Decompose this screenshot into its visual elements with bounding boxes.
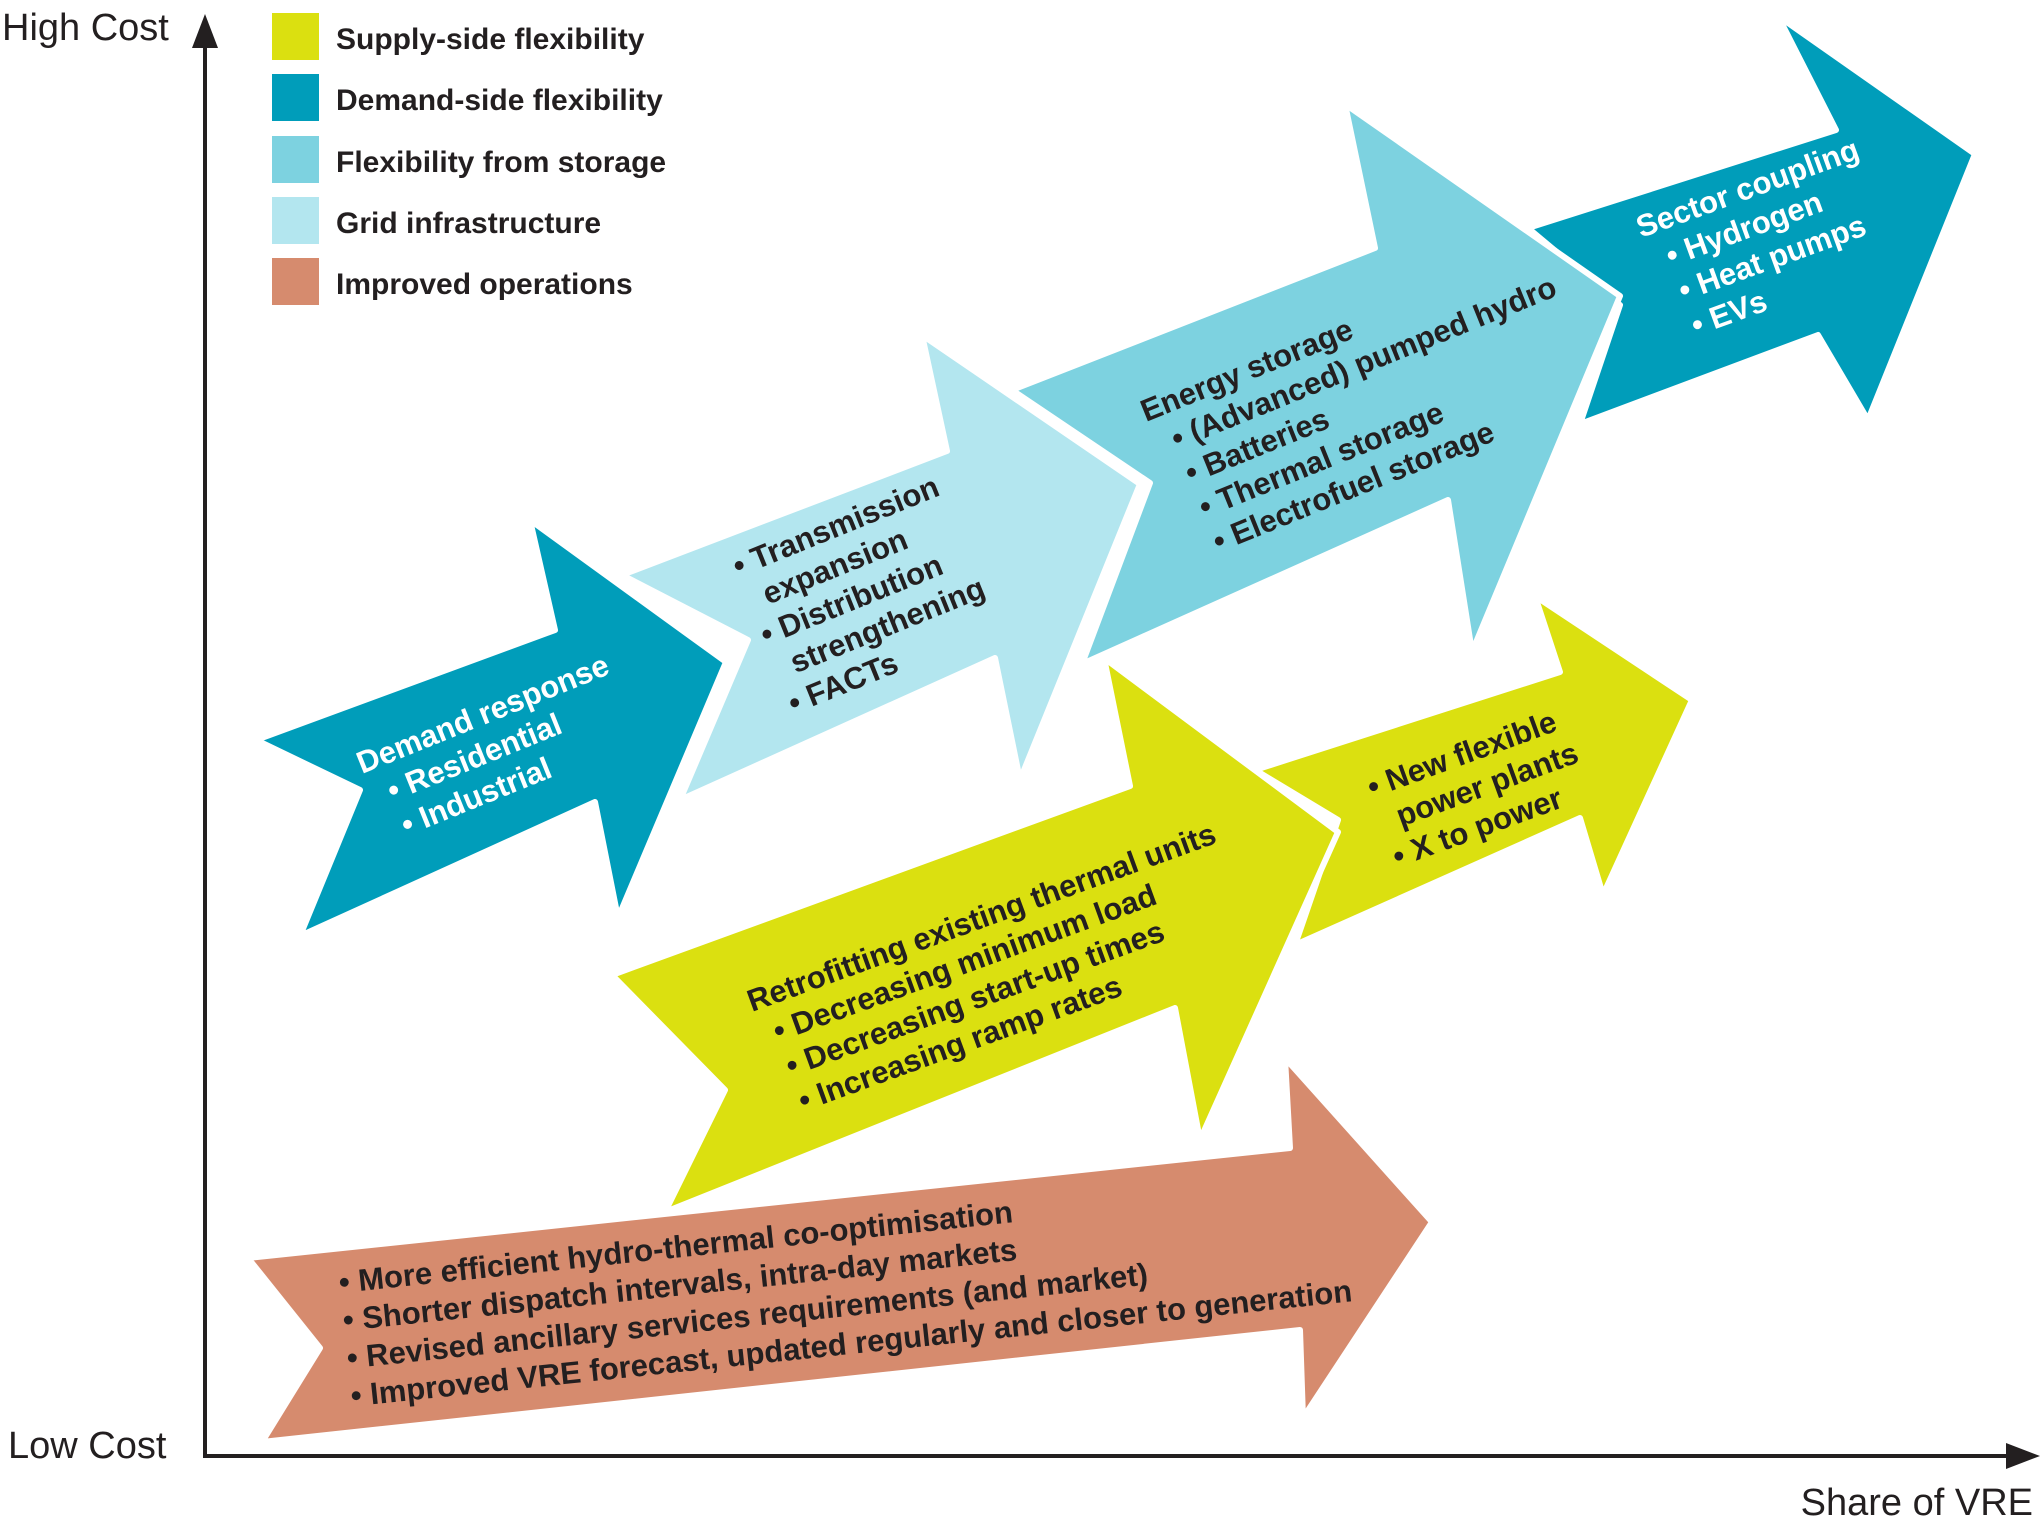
arrow-improved-operations: • More efficient hydro-thermal co-optimi… (245, 1055, 1435, 1445)
legend-swatch-operations (272, 258, 319, 305)
legend-label-operations: Improved operations (336, 268, 633, 301)
arrow-grid-shape (619, 332, 1143, 803)
y-axis-arrowhead (192, 14, 218, 48)
arrow-operations-shape (245, 1055, 1435, 1445)
y-axis-low-label: Low Cost (8, 1425, 167, 1467)
arrow-demand-response-shape (253, 517, 729, 939)
legend-label-storage: Flexibility from storage (336, 146, 666, 179)
legend: Supply-side flexibility Demand-side flex… (272, 13, 666, 305)
legend-swatch-grid (272, 197, 319, 244)
legend-swatch-demand (272, 74, 319, 121)
x-axis-arrowhead (2006, 1443, 2040, 1469)
arrow-retrofitting-shape (609, 655, 1341, 1215)
x-axis-label: Share of VRE (1801, 1482, 2033, 1524)
arrow-grid-infrastructure: • Transmission expansion • Distribution … (619, 332, 1143, 803)
legend-label-demand: Demand-side flexibility (336, 84, 663, 117)
arrow-sector-coupling-shape (1525, 13, 1978, 427)
legend-swatch-storage (272, 136, 319, 183)
y-axis-high-label: High Cost (2, 7, 169, 49)
legend-swatch-supply (272, 13, 319, 60)
legend-label-supply: Supply-side flexibility (336, 23, 645, 56)
arrow-energy-storage-shape (1009, 101, 1623, 667)
legend-label-grid: Grid infrastructure (336, 207, 601, 240)
